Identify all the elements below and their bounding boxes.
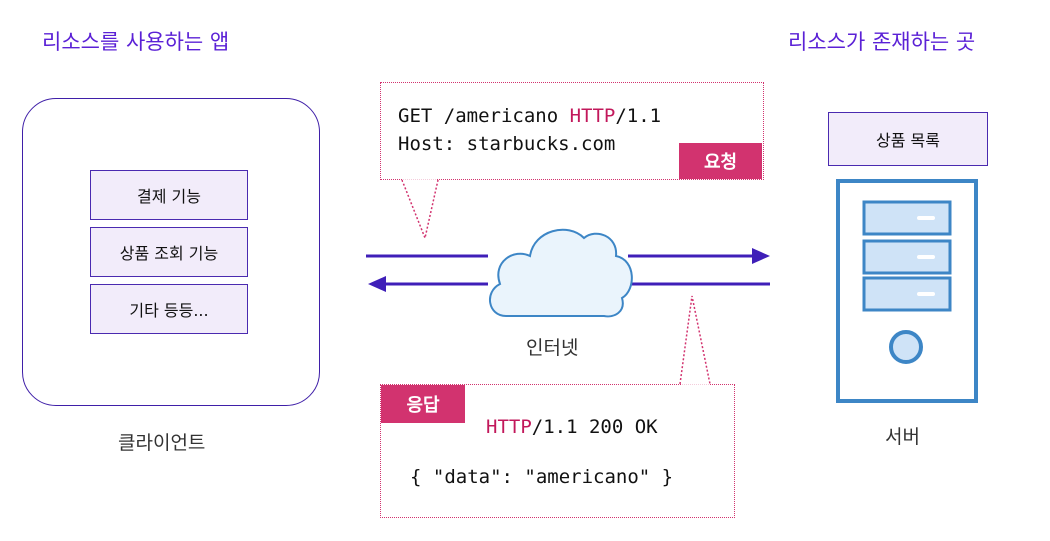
arrow-right-icon bbox=[366, 248, 770, 264]
request-host-line: Host: starbucks.com bbox=[398, 133, 616, 155]
response-body: { "data": "americano" } bbox=[410, 466, 674, 488]
internet-caption: 인터넷 bbox=[526, 337, 579, 359]
request-line-1: GET /americano HTTP/1.1 bbox=[398, 105, 661, 127]
arrow-left-icon bbox=[368, 276, 770, 292]
client-caption: 클라이언트 bbox=[118, 432, 206, 454]
response-bubble-tail bbox=[679, 295, 711, 385]
cloud-icon bbox=[489, 228, 633, 318]
request-protocol: HTTP bbox=[569, 105, 616, 127]
response-protocol: HTTP bbox=[486, 416, 532, 438]
server-icon bbox=[836, 179, 978, 403]
request-tag: 요청 bbox=[679, 143, 762, 179]
feature-product-lookup: 상품 조회 기능 bbox=[90, 227, 248, 277]
server-side-heading: 리소스가 존재하는 곳 bbox=[788, 30, 976, 54]
request-bubble-tail bbox=[401, 179, 439, 241]
feature-etc: 기타 등등... bbox=[90, 284, 248, 334]
feature-payment: 결제 기능 bbox=[90, 170, 248, 220]
request-version: /1.1 bbox=[615, 105, 662, 127]
response-status-line: HTTP/1.1 200 OK bbox=[486, 416, 658, 438]
response-tag: 응답 bbox=[381, 385, 465, 423]
product-catalog-box: 상품 목록 bbox=[828, 112, 988, 166]
client-app-box bbox=[22, 98, 320, 406]
response-status: /1.1 200 OK bbox=[531, 416, 658, 438]
client-side-heading: 리소스를 사용하는 앱 bbox=[42, 30, 230, 54]
request-method-path: GET /americano bbox=[398, 105, 570, 127]
server-caption: 서버 bbox=[885, 426, 920, 448]
